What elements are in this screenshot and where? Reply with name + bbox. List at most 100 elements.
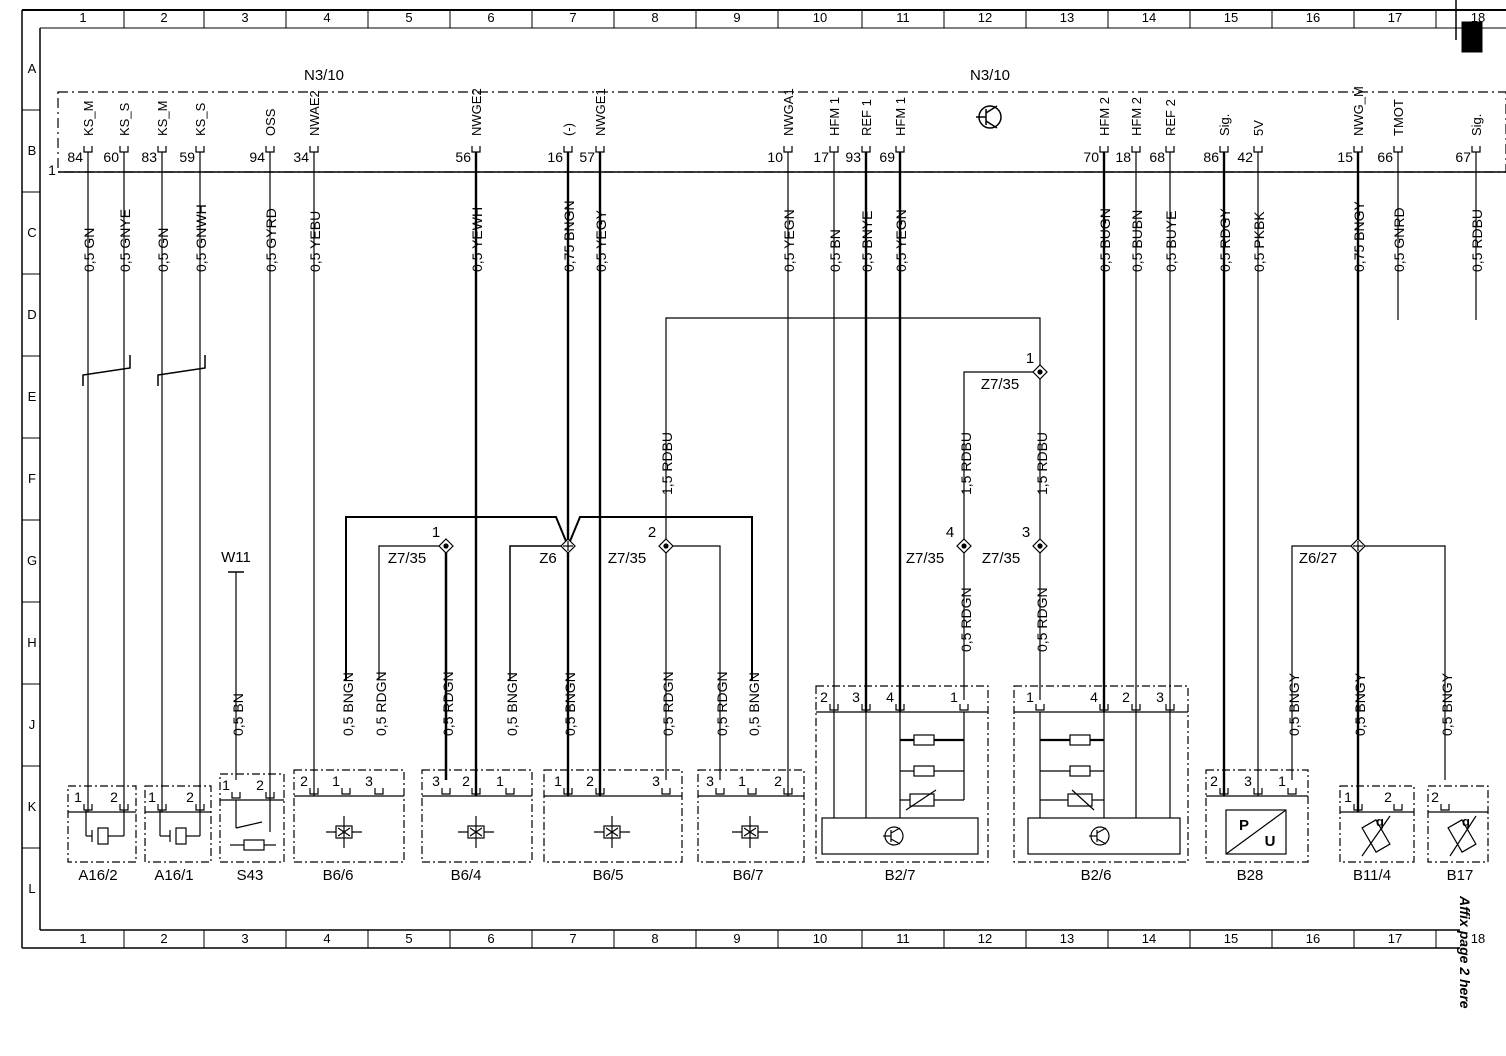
col-11: 11 xyxy=(896,10,910,25)
wire-1-5-rdbu-a: 1,5 RDBU xyxy=(659,432,675,495)
col-17-bottom: 17 xyxy=(1388,931,1402,946)
component-pin: 2 xyxy=(774,773,793,795)
pin-number: 56 xyxy=(455,149,471,165)
component-pin: 3 xyxy=(1156,689,1175,711)
component-pin-number: 1 xyxy=(332,773,340,789)
col-14-bottom: 14 xyxy=(1142,931,1156,946)
affix-note: Affix page 2 here xyxy=(1457,895,1473,1009)
ecu-pin-56: 56NWGE20,5 YEWH xyxy=(455,88,485,796)
row-letters: A B C D E F G H J K L xyxy=(27,61,37,896)
knock-sensor-a16-1 xyxy=(144,785,212,863)
pin-connector-icon xyxy=(83,146,93,153)
pin-connector-icon xyxy=(341,788,351,795)
pin-signal-label: KS_M xyxy=(155,101,170,136)
pin-signal-label: 5V xyxy=(1251,120,1266,136)
ecu-label-left: N3/10 xyxy=(304,67,344,84)
pin-connector-icon xyxy=(119,804,129,811)
row-G: G xyxy=(27,553,37,568)
component-pin: 2 xyxy=(1122,689,1141,711)
component-pin-number: 2 xyxy=(820,689,828,705)
pin-connector-icon xyxy=(1035,704,1045,711)
shield-marks xyxy=(82,355,206,386)
component-pin: 1 xyxy=(950,689,969,711)
pin-connector-icon xyxy=(595,146,605,153)
pin-connector-icon xyxy=(441,788,451,795)
pin-connector-icon xyxy=(895,146,905,153)
component-pin: 3 xyxy=(852,689,871,711)
col-15-bottom: 15 xyxy=(1224,931,1238,946)
col-13-bottom: 13 xyxy=(1060,931,1074,946)
splice-z7-35-e: Z7/35 xyxy=(981,376,1019,393)
col-3: 3 xyxy=(241,10,248,25)
pin-signal-label: REF 2 xyxy=(1163,99,1178,136)
switch-s43 xyxy=(219,773,285,863)
wire-rdgn-3: 0,5 RDGN xyxy=(660,671,676,736)
label-b28: B28 xyxy=(1237,867,1264,884)
pin-connector-icon xyxy=(829,704,839,711)
pin-connector-icon xyxy=(157,146,167,153)
wire-bngy-3: 0,5 BNGY xyxy=(1439,672,1455,736)
col-8: 8 xyxy=(651,10,658,25)
col-16: 16 xyxy=(1306,10,1320,25)
component-pin-number: 2 xyxy=(462,773,470,789)
pin-signal-label: KS_S xyxy=(193,102,208,136)
wire-1-5-rdbu-c: 1,5 RDBU xyxy=(1034,432,1050,495)
col-4: 4 xyxy=(323,10,330,25)
pin-connector-icon xyxy=(505,788,515,795)
pin-signal-label: NWAE2 xyxy=(307,90,322,136)
component-pin-number: 3 xyxy=(852,689,860,705)
component-pin-number: 1 xyxy=(496,773,504,789)
pin-number: 68 xyxy=(1149,149,1165,165)
pin-connector-icon xyxy=(231,792,241,799)
pin-connector-icon xyxy=(563,146,573,153)
col-16-bottom: 16 xyxy=(1306,931,1320,946)
pin-connector-icon xyxy=(471,788,481,795)
wire-bngy-1: 0,5 BNGY xyxy=(1286,672,1302,736)
col-10-bottom: 10 xyxy=(813,931,827,946)
col-8-bottom: 8 xyxy=(651,931,658,946)
pin-connector-icon xyxy=(1253,146,1263,153)
drawing-frame xyxy=(21,0,1506,949)
component-symbols-text: P U q q xyxy=(1239,814,1470,850)
pin-connector-icon xyxy=(895,704,905,711)
col-1-bottom: 1 xyxy=(79,931,86,946)
row-B: B xyxy=(28,143,37,158)
splice-node-z7-35-1 xyxy=(438,538,454,554)
pin-connector-icon xyxy=(829,146,839,153)
ecu-connector-number: 1 xyxy=(48,162,56,178)
component-pin-number: 2 xyxy=(110,789,118,805)
pin-number: 60 xyxy=(103,149,119,165)
pin-connector-icon xyxy=(1165,146,1175,153)
component-pin-number: 2 xyxy=(300,773,308,789)
pin-number: 83 xyxy=(141,149,157,165)
pin-signal-label: REF 1 xyxy=(859,99,874,136)
pin-signal-label: HFM 2 xyxy=(1097,97,1112,136)
component-pin-number: 1 xyxy=(554,773,562,789)
wire-rdgn-4: 0,5 RDGN xyxy=(714,671,730,736)
label-b6-6: B6/6 xyxy=(323,867,354,884)
label-b11-4: B11/4 xyxy=(1353,867,1391,884)
component-pin-number: 1 xyxy=(1344,789,1352,805)
row-H: H xyxy=(27,635,36,650)
column-numbers-bottom: 1 2 3 4 5 6 7 8 9 10 11 12 13 14 15 16 1… xyxy=(79,931,1485,946)
col-7: 7 xyxy=(569,10,576,25)
pin-signal-label: Sig. xyxy=(1469,114,1484,136)
hall-sensor-b6-7 xyxy=(697,769,805,863)
component-pin-number: 1 xyxy=(738,773,746,789)
transistor-icon xyxy=(976,105,1002,129)
row-L: L xyxy=(28,881,35,896)
component-pin: 3 xyxy=(706,773,725,795)
node-1-left: 1 xyxy=(432,524,440,541)
component-pin-number: 2 xyxy=(186,789,194,805)
pin-connector-icon xyxy=(1471,146,1481,153)
pin-connector-icon xyxy=(747,788,757,795)
col-4-bottom: 4 xyxy=(323,931,330,946)
pin-wire-label: 0,5 GN xyxy=(155,228,171,272)
pin-connector-icon xyxy=(265,792,275,799)
